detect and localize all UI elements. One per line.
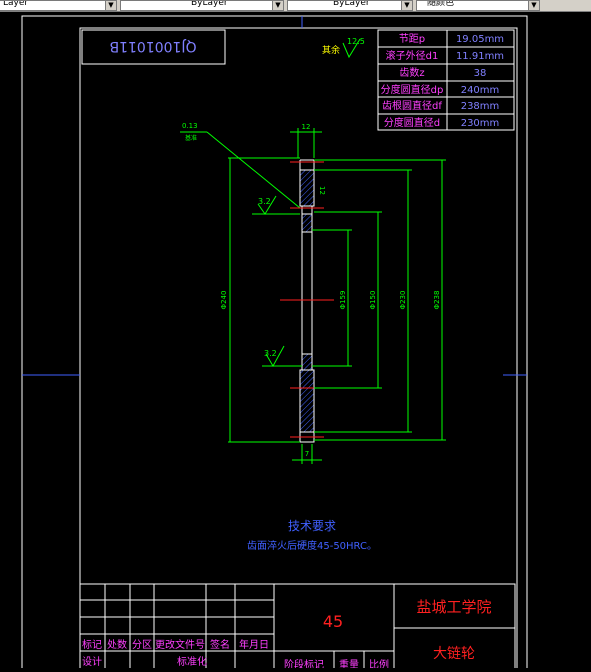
title-block: 45 盐城工学院 大链轮 标记 处数 分区 更改文件号 签名 年月日 设计 标准… <box>79 583 516 672</box>
param-value: 230mm <box>461 118 500 129</box>
tb-label: 比例 <box>369 658 389 668</box>
lineweight-combo[interactable]: 随颜色 ▼ <box>416 0 540 11</box>
param-label: 分度圆直径d <box>384 116 440 129</box>
geo-tolerance: 0.13 基准 <box>180 122 301 209</box>
roughness-rest-value: 12.5 <box>347 37 365 46</box>
color-combo[interactable]: ByLayer ▼ <box>120 0 284 11</box>
dia-dim-mid1: Φ230 <box>314 169 412 433</box>
roughness-symbol-icon <box>342 38 361 59</box>
dia-dim-mid2: Φ150 <box>314 211 382 389</box>
param-label: 分度圆直径dp <box>381 83 444 96</box>
chevron-down-icon[interactable]: ▼ <box>272 1 283 10</box>
roughness-1: 3.2 <box>258 197 271 206</box>
chevron-down-icon[interactable]: ▼ <box>401 1 412 10</box>
param-value: 11.91mm <box>456 51 504 62</box>
param-value: 240mm <box>461 85 500 96</box>
school: 盐城工学院 <box>416 598 491 616</box>
properties-toolbar: Layer ▼ ByLayer ▼ ByLayer ▼ 随颜色 ▼ <box>0 0 591 12</box>
part-name: 大链轮 <box>433 646 475 662</box>
chevron-down-icon[interactable]: ▼ <box>528 1 539 10</box>
param-table: 节距p 19.05mm 滚子外径d1 11.91mm 齿数z 38 分度圆直径d… <box>377 29 515 131</box>
dia-dim-root: Φ238 <box>314 159 446 441</box>
param-label: 齿根圆直径df <box>382 99 442 112</box>
sprocket-section: 12 <box>280 159 334 443</box>
param-label: 滚子外径d1 <box>386 49 439 62</box>
param-label: 齿数z <box>399 66 424 79</box>
dia-dim-outer: Φ240 <box>220 157 300 443</box>
tb-label: 重量 <box>339 658 359 668</box>
tb-label: 更改文件号 <box>155 638 205 651</box>
dia-bore: Φ159 <box>339 291 347 310</box>
drawing-number: QJ1001011B <box>109 38 196 54</box>
dia-outer: Φ240 <box>220 291 228 310</box>
dim-hub: 12 <box>318 186 326 195</box>
param-label: 节距p <box>399 33 425 45</box>
roughness-rest-label: 其余 <box>322 44 340 56</box>
lineweight-combo-value: 随颜色 <box>427 0 455 8</box>
tb-label: 年月日 <box>239 638 269 651</box>
drawing-number-box <box>81 29 226 65</box>
dia-root: Φ238 <box>433 291 441 310</box>
top-dimension: 12 <box>290 123 322 158</box>
tb-label: 设计 <box>82 655 102 668</box>
geo-tol-value: 0.13 <box>182 122 198 130</box>
geo-tol-ref: 基准 <box>185 134 197 142</box>
param-value: 38 <box>474 68 487 79</box>
tb-label: 标记 <box>82 639 102 651</box>
layer-combo-value: Layer <box>3 0 29 8</box>
linetype-combo[interactable]: ByLayer ▼ <box>287 0 413 11</box>
tb-label: 标准化 <box>177 655 207 668</box>
layer-combo[interactable]: Layer ▼ <box>0 0 117 11</box>
inner-frame <box>79 27 518 672</box>
dim-width: 12 <box>302 123 311 131</box>
dia-dim-bore: Φ159 <box>312 229 352 367</box>
tb-label: 分区 <box>132 639 152 651</box>
roughness-2: 3.2 <box>264 349 277 358</box>
tech-title: 技术要求 <box>288 519 336 533</box>
linetype-combo-value: ByLayer <box>333 0 370 8</box>
bottom-dimension: 7 <box>292 444 322 464</box>
color-combo-value: ByLayer <box>191 0 228 8</box>
outer-border <box>21 15 528 672</box>
dia-mid2: Φ150 <box>369 291 377 310</box>
tb-label: 处数 <box>107 638 127 651</box>
tb-label: 签名 <box>210 638 230 651</box>
drawing-canvas[interactable]: QJ1001011B 其余 12.5 节距p 19.05mm 滚子外径d1 11… <box>0 12 591 672</box>
cad-drawing[interactable]: QJ1001011B 其余 12.5 节距p 19.05mm 滚子外径d1 11… <box>0 12 591 672</box>
param-value: 19.05mm <box>456 34 504 45</box>
chevron-down-icon[interactable]: ▼ <box>105 1 116 10</box>
dim-bottom: 7 <box>305 450 309 458</box>
tech-text: 齿面淬火后硬度45-50HRC。 <box>247 539 377 552</box>
tb-label: 阶段标记 <box>284 658 324 668</box>
dia-mid1: Φ230 <box>399 291 407 310</box>
material: 45 <box>323 612 343 631</box>
param-value: 238mm <box>461 101 500 112</box>
